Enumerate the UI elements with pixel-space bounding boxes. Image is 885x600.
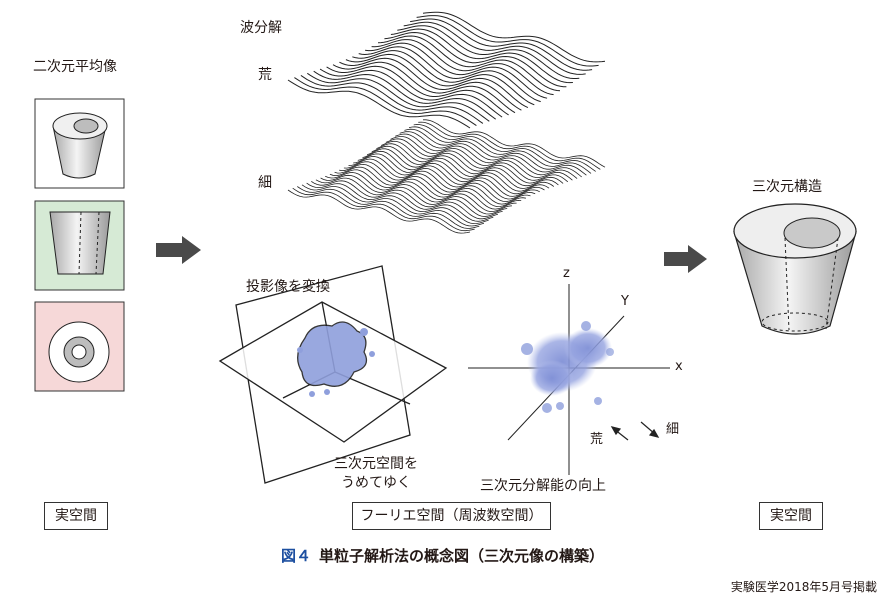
wave-line	[301, 184, 485, 227]
wave-line	[408, 126, 592, 174]
fine-label: 細	[258, 175, 272, 191]
avg-panel-middle	[34, 200, 125, 291]
credit-text: 実験医学2018年5月号掲載	[730, 580, 877, 594]
wave-line	[403, 21, 586, 75]
axis-x-label: x	[675, 359, 683, 374]
wave-line	[353, 156, 536, 200]
wave-line	[319, 68, 503, 118]
wave-line	[348, 158, 531, 203]
right-arrow-icon	[664, 245, 707, 273]
cup-bottom-view-icon	[48, 321, 110, 383]
wave-line	[418, 121, 601, 170]
wave-line	[315, 177, 499, 220]
real-space-left-box: 実空間	[44, 502, 108, 530]
resolution-up-label: 三次元分解能の向上	[480, 478, 606, 494]
projection-planes	[218, 265, 448, 484]
wave-line	[377, 35, 561, 92]
avg-panel-bottom	[34, 301, 125, 392]
wave-line	[404, 128, 587, 176]
real-space-right-box: 実空間	[759, 502, 823, 530]
wave-decomp-label: 波分解	[240, 20, 282, 36]
wave-line	[358, 46, 541, 103]
figure-number: 図４	[280, 547, 311, 565]
wave-line	[385, 138, 569, 183]
figure-caption: 図４ 単粒子解析法の概念図（三次元像の構築）	[0, 545, 885, 566]
wave-line	[371, 145, 555, 189]
wave-line	[311, 180, 494, 222]
fourier-blob	[521, 321, 614, 413]
structure-3d-cup-icon	[733, 203, 857, 335]
wave-line	[329, 169, 512, 213]
wave-line	[332, 61, 516, 114]
wave-line	[390, 136, 573, 181]
wave-line	[397, 25, 580, 79]
wave-line	[292, 187, 475, 232]
structure3d-label: 三次元構造	[752, 179, 822, 195]
wave-line	[416, 15, 599, 67]
wave-line	[413, 124, 596, 172]
wave-line	[287, 189, 471, 234]
wave-line	[313, 70, 496, 120]
small-arrow-fine-icon	[640, 421, 660, 438]
wave-line	[357, 153, 540, 197]
wave-line	[325, 172, 508, 215]
axis-z-label: z	[563, 266, 570, 281]
wave-line	[326, 65, 509, 116]
small-arrow-coarse-icon	[610, 426, 629, 441]
wave-line	[399, 131, 582, 178]
coarse-label: 荒	[258, 67, 272, 83]
wave-line	[297, 186, 480, 229]
wave-line	[300, 74, 484, 124]
wave-line	[345, 53, 529, 109]
wave-line	[423, 119, 606, 168]
wave-line	[422, 11, 606, 63]
wave-line	[306, 182, 489, 225]
wave-line	[339, 57, 522, 111]
wave-line	[307, 72, 490, 122]
axis-y-label: Y	[621, 294, 629, 309]
wave-line	[384, 31, 567, 88]
avg-panel-top	[34, 98, 125, 189]
wave-line	[287, 79, 471, 129]
wave-line	[294, 77, 477, 127]
right-arrow-icon	[156, 236, 201, 264]
wave-line	[390, 28, 573, 84]
figure-title: 単粒子解析法の概念図（三次元像の構築）	[319, 547, 605, 565]
wave-line	[365, 42, 548, 99]
wave-line	[371, 39, 554, 96]
wave-line	[362, 150, 545, 195]
wave-line	[339, 163, 522, 208]
wave-line	[376, 143, 559, 187]
wave-line	[352, 50, 535, 106]
fourier-space-box: フーリエ空間（周波数空間）	[352, 502, 551, 530]
wave-line	[320, 174, 503, 217]
wave-line	[380, 140, 564, 184]
fill-space-label: 三次元空間を うめてゆく	[334, 456, 418, 491]
wave-line	[343, 161, 526, 205]
avg2d-label: 二次元平均像	[33, 59, 117, 75]
wave-line	[366, 148, 550, 192]
projection-transform-label: 投影像を変換	[246, 279, 330, 295]
arrow-fine-label: 細	[666, 422, 680, 437]
wave-line	[394, 133, 578, 179]
wave-line	[334, 166, 517, 210]
cup-top-view-icon	[52, 112, 108, 179]
wave-sheet-fine	[287, 119, 606, 234]
wave-sheet-coarse	[287, 11, 606, 129]
arrow-coarse-label: 荒	[590, 432, 604, 447]
wave-line	[410, 18, 593, 71]
cup-side-view-icon	[49, 211, 111, 275]
